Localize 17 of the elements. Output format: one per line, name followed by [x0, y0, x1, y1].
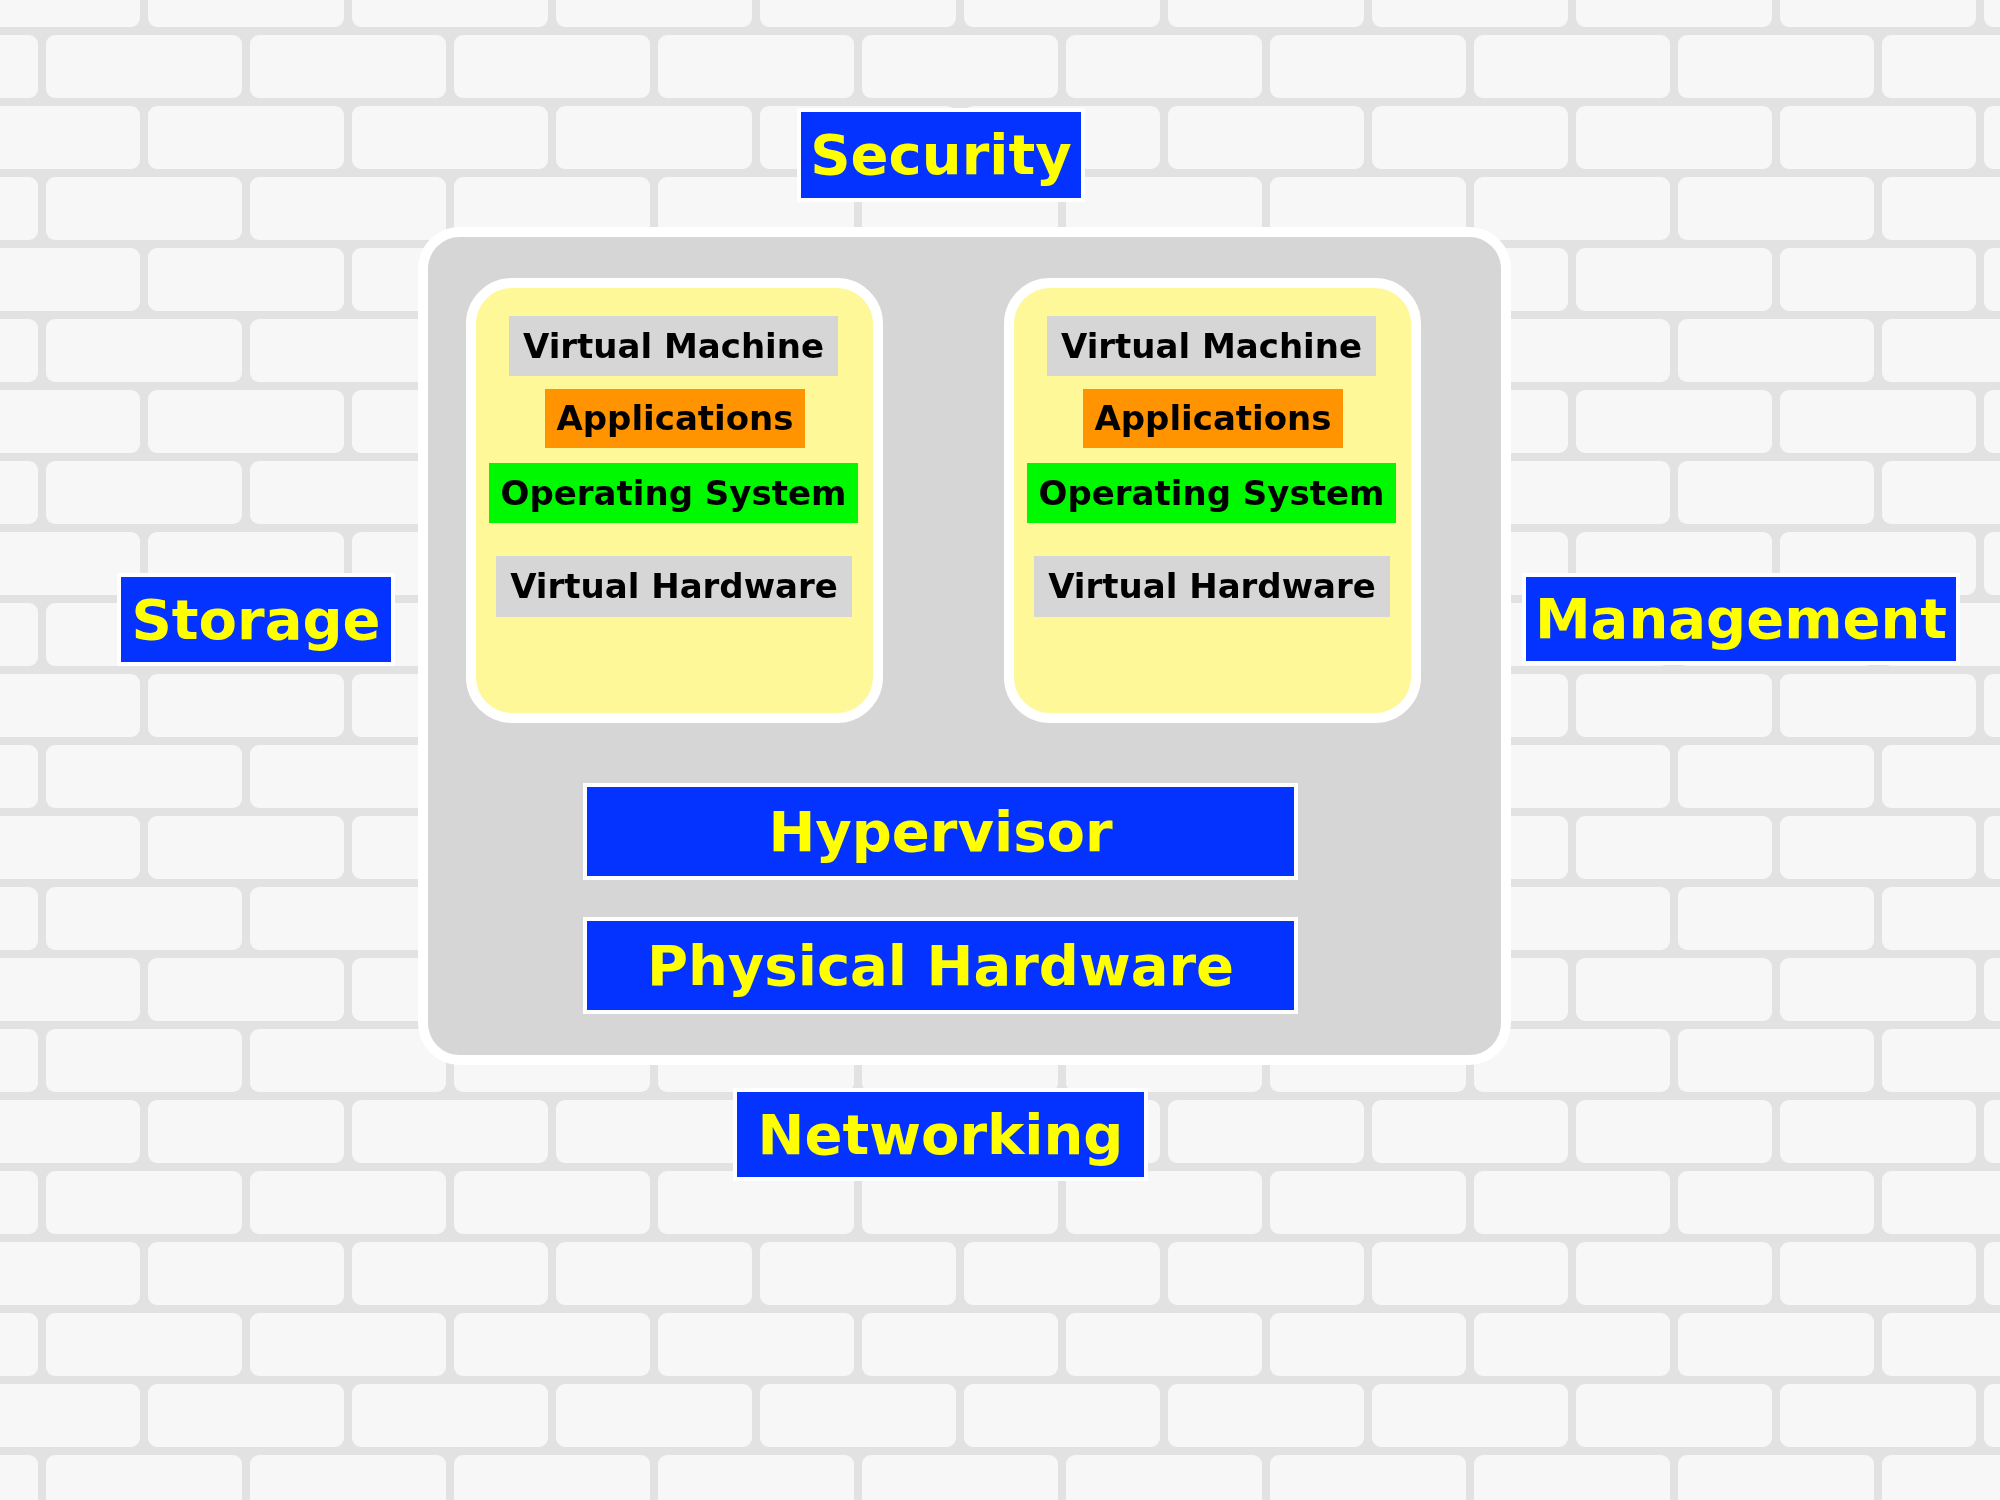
- layer-box: Applications: [1083, 389, 1343, 448]
- layer-box: Applications: [545, 389, 805, 448]
- heading-box: Virtual Machine: [1047, 316, 1376, 376]
- machine-panel: [1004, 278, 1421, 723]
- layer-box: Operating System: [1027, 463, 1396, 523]
- layer-box: Physical Hardware: [583, 917, 1298, 1014]
- category-box: Security: [797, 108, 1085, 202]
- layer-box: Operating System: [489, 463, 858, 523]
- layer-box: Virtual Hardware: [1034, 556, 1390, 617]
- category-box: Management: [1522, 573, 1960, 665]
- machine-panel: [466, 278, 883, 723]
- layer-box: Hypervisor: [583, 783, 1298, 880]
- host-panel: [418, 227, 1511, 1065]
- category-box: Storage: [117, 573, 395, 666]
- category-box: Networking: [733, 1088, 1148, 1181]
- heading-box: Virtual Machine: [509, 316, 838, 376]
- layer-box: Virtual Hardware: [496, 556, 852, 617]
